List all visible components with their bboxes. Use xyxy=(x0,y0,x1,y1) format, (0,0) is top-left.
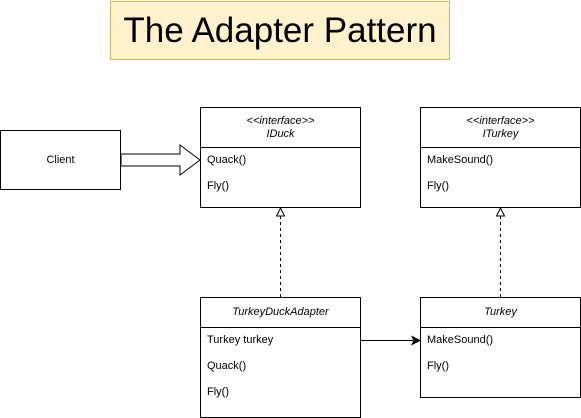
client-box: Client xyxy=(0,130,121,190)
iturkey-member-makesound: MakeSound() xyxy=(427,154,494,166)
adapter-header: TurkeyDuckAdapter xyxy=(201,298,360,328)
client-label: Client xyxy=(46,154,75,166)
turkey-class: Turkey MakeSound() Fly() xyxy=(420,297,581,398)
iturkey-member-fly: Fly() xyxy=(427,180,449,192)
adapter-member-quack: Quack() xyxy=(207,360,247,372)
turkey-member-fly: Fly() xyxy=(427,360,449,372)
turkey-member-makesound: MakeSound() xyxy=(427,334,494,346)
iduck-name: IDuck xyxy=(266,127,295,140)
iturkey-interface: <<interface>> ITurkey MakeSound() Fly() xyxy=(420,107,581,208)
iduck-interface: <<interface>> IDuck Quack() Fly() xyxy=(200,107,361,208)
turkey-name: Turkey xyxy=(484,306,517,318)
iduck-header: <<interface>> IDuck xyxy=(201,108,360,148)
adapter-name: TurkeyDuckAdapter xyxy=(232,306,329,318)
adapter-class: TurkeyDuckAdapter Turkey turkey Quack() … xyxy=(200,297,361,418)
adapter-to-turkey-arrowhead xyxy=(410,335,422,346)
adapter-field-turkey: Turkey turkey xyxy=(207,334,274,346)
diagram-title: The Adapter Pattern xyxy=(110,1,450,60)
turkey-realizes-iturkey-arrowhead xyxy=(495,206,506,217)
adapter-realizes-iduck-arrowhead xyxy=(275,206,286,217)
client-to-iduck-arrow xyxy=(120,144,201,176)
iduck-stereotype: <<interface>> xyxy=(246,114,315,127)
iduck-member-quack: Quack() xyxy=(207,154,247,166)
iduck-member-fly: Fly() xyxy=(207,180,229,192)
iturkey-name: ITurkey xyxy=(482,127,519,140)
iturkey-header: <<interface>> ITurkey xyxy=(421,108,580,148)
adapter-member-fly: Fly() xyxy=(207,386,229,398)
iturkey-stereotype: <<interface>> xyxy=(466,114,535,127)
turkey-header: Turkey xyxy=(421,298,580,328)
